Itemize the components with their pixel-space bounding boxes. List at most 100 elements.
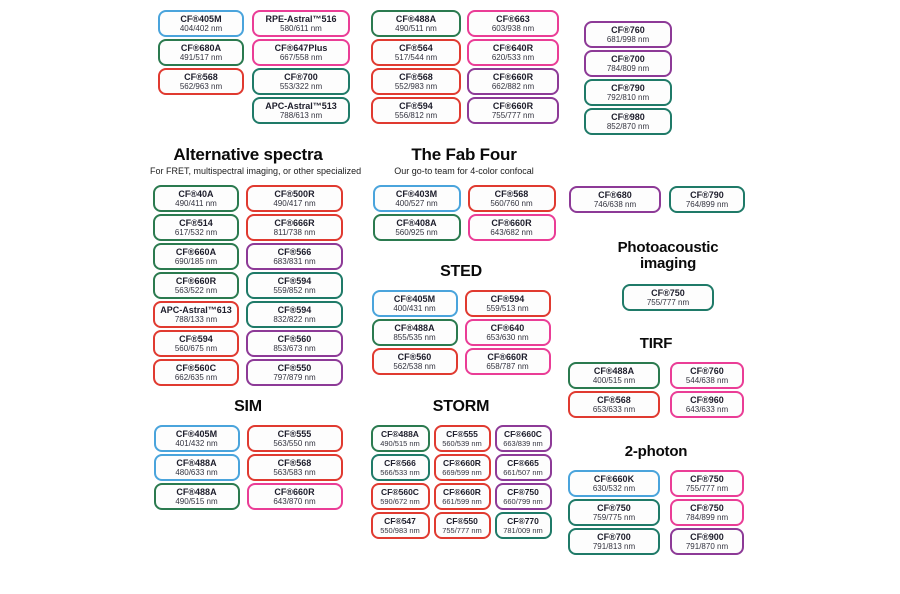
dye-wavelengths: 400/515 nm — [592, 376, 636, 386]
dye-wavelengths: 755/777 nm — [491, 111, 535, 120]
dye-name: CF®594 — [277, 276, 312, 287]
section-title: Photoacoustic imaging — [617, 239, 719, 273]
section-title: STED — [440, 263, 482, 280]
dye-wavelengths: 491/517 nm — [179, 53, 223, 62]
dye-wavelengths: 617/532 nm — [174, 228, 218, 238]
dye-wavelengths: 560/539 nm — [442, 439, 482, 449]
dye-wavelengths: 566/533 nm — [380, 468, 420, 478]
dye-wavelengths: 643/682 nm — [490, 228, 533, 238]
dye-wavelengths: 563/550 nm — [273, 439, 316, 449]
section-subtitle: For FRET, multispectral imaging, or othe… — [150, 166, 362, 177]
dye-name: CF®550 — [446, 516, 478, 527]
section-title: TIRF — [639, 335, 673, 352]
dye-name: CF®960 — [690, 395, 724, 406]
dye-name: CF®488A — [593, 366, 635, 377]
dye-wavelengths: 661/507 nm — [503, 468, 543, 478]
dye-name: CF®408A — [396, 218, 437, 229]
dye-name: CF®560 — [397, 352, 432, 363]
dye-wavelengths: 560/925 nm — [395, 228, 438, 238]
dye-wavelengths: 603/938 nm — [491, 24, 535, 33]
dye-name: CF®680A — [180, 43, 222, 53]
dye-wavelengths: 788/133 nm — [174, 315, 218, 325]
dye-wavelengths: 788/613 nm — [279, 111, 323, 120]
dye-name: CF®568 — [399, 72, 433, 82]
dye-name: CF®405M — [180, 14, 222, 24]
dye-name: CF®660R — [492, 101, 534, 111]
dye-wavelengths: 556/812 nm — [394, 111, 438, 120]
dye-wavelengths: 784/809 nm — [606, 64, 650, 73]
dye-wavelengths: 653/633 nm — [592, 405, 636, 415]
dye-wavelengths: 559/513 nm — [486, 304, 529, 314]
dye-wavelengths: 663/839 nm — [503, 439, 543, 449]
dye-name: CF®750 — [597, 503, 631, 514]
dye-name: CF®568 — [597, 395, 631, 406]
dye-wavelengths: 781/009 nm — [503, 526, 543, 536]
dye-wavelengths: 811/738 nm — [273, 228, 316, 238]
dye-wavelengths: 400/431 nm — [393, 304, 436, 314]
dye-name: CF®566 — [384, 458, 416, 469]
dye-wavelengths: 560/760 nm — [490, 199, 533, 209]
dye-wavelengths: 563/583 nm — [273, 468, 316, 478]
dye-name: CF®568 — [277, 458, 312, 469]
section-fab-four: The Fab Four Our go-to team for 4-color … — [368, 145, 560, 243]
dye-wavelengths: 681/998 nm — [606, 35, 650, 44]
dye-name: CF®594 — [490, 294, 525, 305]
dye-wavelengths: 562/963 nm — [179, 82, 223, 91]
dye-wavelengths: 764/899 nm — [685, 200, 729, 209]
dye-name: CF®568 — [184, 72, 218, 82]
dye-wavelengths: 792/810 nm — [606, 93, 650, 102]
dye-name: CF®488A — [381, 429, 419, 440]
